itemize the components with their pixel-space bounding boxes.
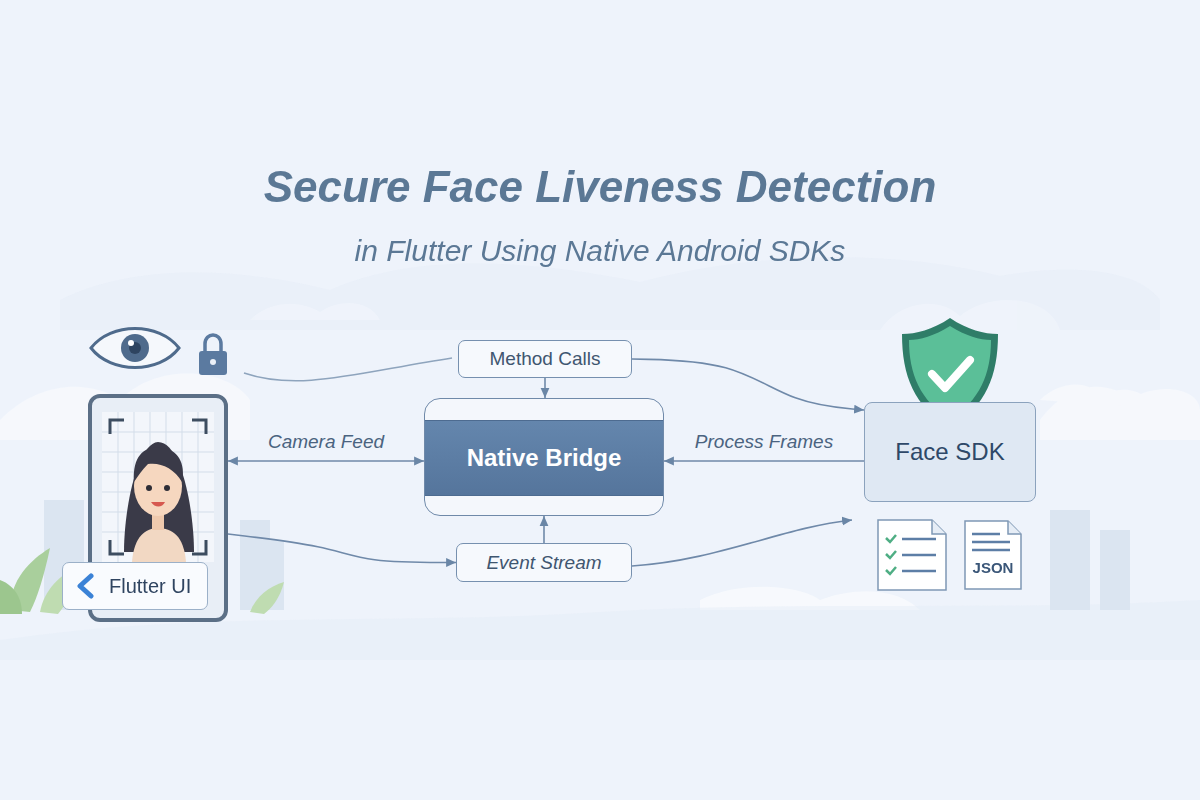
flutter-badge: Flutter UI (62, 562, 208, 610)
connector (632, 359, 864, 410)
title: Secure Face Liveness Detection (0, 162, 1200, 212)
node-label: Flutter UI (109, 575, 191, 598)
edge-label: Process Frames (692, 431, 836, 453)
decor-flow-line (244, 358, 452, 381)
bridge-band: Native Bridge (425, 420, 663, 496)
decor-flow-line (632, 520, 852, 566)
node-label: Method Calls (490, 348, 601, 370)
haze (0, 257, 1200, 660)
clouds (0, 300, 1200, 610)
connector (543, 516, 545, 543)
node-label: Event Stream (486, 552, 601, 574)
node-label: Native Bridge (467, 444, 622, 472)
process-box: Method Calls (458, 340, 632, 378)
flutter-chevron (75, 573, 97, 599)
node-label: JSON (973, 559, 1014, 576)
connector (664, 460, 864, 462)
sdk-box: Face SDK (864, 402, 1036, 502)
subtitle: in Flutter Using Native Android SDKs (0, 234, 1200, 268)
checklist-document (878, 520, 946, 590)
connector (544, 378, 546, 398)
connector (228, 534, 456, 563)
edge-label: Camera Feed (265, 431, 387, 453)
bridge-box: Native Bridge (424, 398, 664, 516)
node-label: Face SDK (895, 438, 1004, 466)
connector (228, 460, 424, 462)
json-document: JSON (964, 520, 1022, 590)
json-document-shape (964, 520, 1022, 590)
face-illustration (102, 412, 214, 562)
process-box: Event Stream (456, 543, 632, 582)
phone-node: Flutter UI (88, 394, 228, 622)
eye-icon (91, 329, 179, 368)
lock-icon (199, 335, 227, 375)
